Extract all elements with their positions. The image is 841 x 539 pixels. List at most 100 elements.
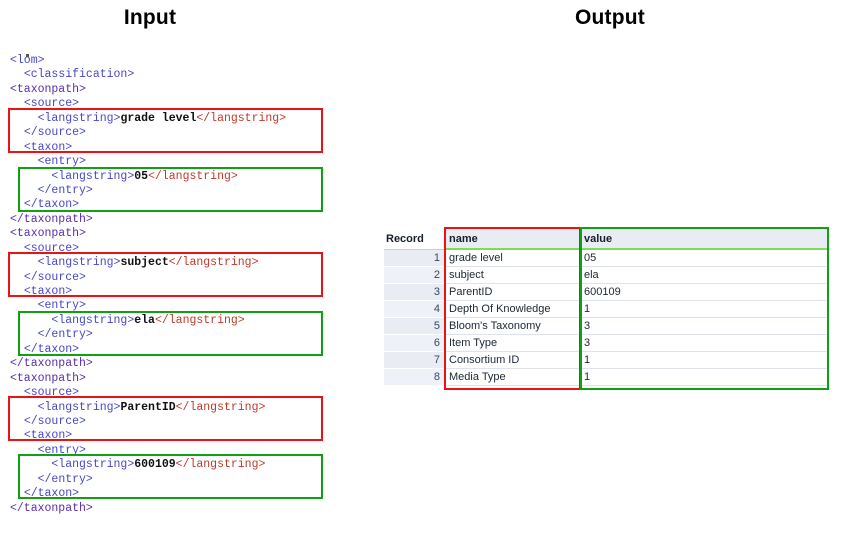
cell-record[interactable]: 4 (384, 300, 444, 318)
xml-token: </langstring> (168, 256, 259, 270)
xml-line: </taxon> (10, 343, 350, 357)
cell-record[interactable]: 5 (384, 317, 444, 335)
xml-line: <langstring>grade level</langstring> (10, 112, 350, 126)
cell-record[interactable]: 2 (384, 266, 444, 284)
xml-line: </entry> (10, 328, 350, 342)
cell-name[interactable]: Consortium ID (444, 351, 579, 369)
xml-line: </taxon> (10, 198, 350, 212)
cell-record[interactable]: 8 (384, 368, 444, 386)
xml-line: </entry> (10, 184, 350, 198)
xml-line: <langstring>05</langstring> (10, 170, 350, 184)
xml-line: </taxonpath> (10, 502, 350, 516)
xml-line: </taxonpath> (10, 357, 350, 371)
xml-line: <source> (10, 242, 350, 256)
xml-line: <langstring>ParentID</langstring> (10, 401, 350, 415)
xml-token: </langstring> (154, 313, 245, 327)
xml-token: <taxon> (23, 429, 73, 443)
xml-token: </taxonpath> (10, 212, 93, 226)
xml-token: ParentID (120, 400, 176, 414)
cell-value[interactable]: 05 (579, 249, 828, 267)
cell-name[interactable]: Depth Of Knowledge (444, 300, 579, 318)
xml-line: <taxon> (10, 429, 350, 443)
xml-token: <langstring> (37, 400, 121, 414)
xml-token: </taxonpath> (10, 357, 93, 371)
xml-token: </entry> (37, 472, 93, 486)
cell-record[interactable]: 3 (384, 283, 444, 301)
xml-token: </taxon> (23, 198, 80, 212)
xml-token: <entry> (37, 443, 86, 457)
xml-token: <langstring> (51, 458, 135, 472)
cell-value[interactable]: 3 (579, 317, 828, 335)
xml-token: <langstring> (51, 313, 135, 327)
cell-name[interactable]: grade level (444, 249, 579, 267)
xml-token: <langstring> (37, 256, 121, 270)
xml-line: <taxonpath> (10, 227, 350, 241)
cell-record[interactable]: 6 (384, 334, 444, 352)
xml-token: <source> (23, 97, 80, 111)
cell-record[interactable]: 1 (384, 249, 444, 267)
cell-value[interactable]: ela (579, 266, 828, 284)
xml-token: subject (120, 256, 169, 270)
cell-name[interactable]: Media Type (444, 368, 579, 386)
xml-token: 600109 (134, 458, 176, 472)
xml-line: </source> (10, 126, 350, 140)
cell-value[interactable]: 3 (579, 334, 828, 352)
cell-name[interactable]: Bloom's Taxonomy (444, 317, 579, 335)
xml-line: </taxonpath> (10, 213, 350, 227)
cell-empty (444, 385, 579, 395)
xml-token: <taxonpath> (10, 371, 86, 385)
xml-token: </source> (23, 126, 86, 140)
column-header-name[interactable]: name (444, 229, 579, 250)
xml-token: <source> (23, 241, 80, 255)
xml-line: <source> (10, 386, 350, 400)
xml-line: <classification> (10, 68, 350, 82)
xml-token: </taxon> (23, 487, 80, 501)
cell-value[interactable]: 1 (579, 300, 828, 318)
xml-token: <taxonpath> (10, 227, 86, 241)
xml-line: <langstring>600109</langstring> (10, 458, 350, 472)
xml-token: </langstring> (175, 458, 266, 472)
xml-token: </entry> (37, 328, 93, 342)
cell-name[interactable]: Item Type (444, 334, 579, 352)
table-header-row: Record name value (384, 229, 828, 250)
cell-value[interactable]: 1 (579, 368, 828, 386)
xml-token: <taxonpath> (10, 82, 86, 96)
xml-token: <classification> (23, 68, 135, 82)
xml-line: <lom> (10, 54, 350, 68)
xml-line: </taxon> (10, 487, 350, 501)
xml-line: <entry> (10, 444, 350, 458)
cell-value[interactable]: 1 (579, 351, 828, 369)
page-title-output: Output (574, 6, 645, 29)
xml-token: </langstring> (196, 111, 287, 125)
xml-line: <entry> (10, 299, 350, 313)
xml-token: </source> (23, 270, 86, 284)
xml-line: <taxonpath> (10, 83, 350, 97)
xml-line: <langstring>ela</langstring> (10, 314, 350, 328)
xml-token: <entry> (37, 299, 86, 313)
xml-line: </source> (10, 271, 350, 285)
column-header-record[interactable]: Record (384, 229, 444, 250)
cell-name[interactable]: ParentID (444, 283, 579, 301)
xml-token: <langstring> (37, 111, 121, 125)
cell-value[interactable]: 600109 (579, 283, 828, 301)
xml-line: <taxonpath> (10, 372, 350, 386)
cell-name[interactable]: subject (444, 266, 579, 284)
xml-token: </source> (23, 414, 86, 428)
page-title-input: Input (123, 6, 177, 29)
xml-line: <entry> (10, 155, 350, 169)
xml-token: <taxon> (23, 140, 73, 154)
caret-dot-artifact (26, 54, 29, 57)
cell-record[interactable]: 7 (384, 351, 444, 369)
column-header-value[interactable]: value (579, 229, 828, 250)
